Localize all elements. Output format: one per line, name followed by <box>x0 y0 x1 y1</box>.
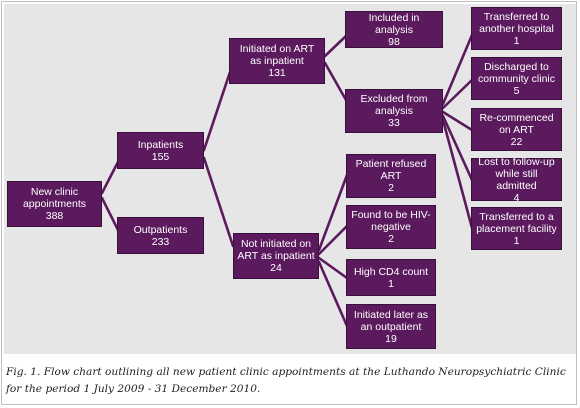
node-value: 131 <box>268 67 286 79</box>
node-excluded-from-analysis: Excluded from analysis 33 <box>345 89 443 133</box>
node-value: 24 <box>270 262 282 274</box>
node-lost-to-follow-up: Lost to follow-up while still admitted 4 <box>471 155 562 204</box>
node-value: 388 <box>45 210 64 222</box>
node-value: 233 <box>151 235 170 248</box>
figure-caption: Fig. 1. Flow chart outlining all new pat… <box>6 366 566 395</box>
node-high-cd4-count: High CD4 count 1 <box>346 259 436 296</box>
node-value: 155 <box>151 150 170 163</box>
node-label: Outpatients <box>133 223 188 236</box>
node-label: Transferred to a placement facility <box>476 210 557 235</box>
node-outpatients: Outpatients 233 <box>117 217 204 254</box>
node-found-hiv-negative: Found to be HIV-negative 2 <box>346 205 436 249</box>
node-label: Discharged to community clinic <box>477 60 556 85</box>
node-label: Included in analysis <box>368 11 420 36</box>
node-recommenced-on-art: Re-commenced on ART 22 <box>471 108 562 151</box>
node-label: Found to be HIV-negative <box>351 209 431 233</box>
node-label: Re-commenced on ART <box>479 111 554 136</box>
node-inpatients: Inpatients 155 <box>117 132 204 169</box>
node-value: 1 <box>513 234 520 247</box>
node-value: 2 <box>388 233 394 245</box>
node-value: 1 <box>513 34 520 47</box>
node-transferred-to-placement-facility: Transferred to a placement facility 1 <box>471 207 562 250</box>
node-label: Inpatients <box>137 138 184 151</box>
node-value: 98 <box>388 35 400 48</box>
node-initiated-as-inpatient: Initiated on ART as inpatient 131 <box>229 38 325 84</box>
node-discharged-to-community-clinic: Discharged to community clinic 5 <box>471 57 562 100</box>
node-value: 22 <box>510 135 523 148</box>
node-label: Patient refused ART <box>355 158 427 182</box>
node-label: Initiated on ART as inpatient <box>239 43 315 67</box>
node-label: New clinic appointments <box>22 186 87 210</box>
node-included-in-analysis: Included in analysis 98 <box>345 11 443 48</box>
node-value: 5 <box>513 84 520 97</box>
node-transferred-to-another-hospital: Transferred to another hospital 1 <box>471 7 562 50</box>
node-value: 2 <box>388 182 394 194</box>
node-label: Initiated later as an outpatient <box>353 308 429 333</box>
node-value: 1 <box>388 277 394 290</box>
node-initiated-later-as-outpatient: Initiated later as an outpatient 19 <box>346 304 436 349</box>
node-not-initiated-as-inpatient: Not initiated on ART as inpatient 24 <box>233 233 319 279</box>
node-label: Not initiated on ART as inpatient <box>237 238 315 262</box>
node-new-clinic-appointments: New clinic appointments 388 <box>7 181 102 227</box>
node-value: 33 <box>388 117 400 129</box>
node-patient-refused-art: Patient refused ART 2 <box>346 154 436 198</box>
node-value: 4 <box>513 191 520 204</box>
node-label: Transferred to another hospital <box>479 10 554 35</box>
node-label: Excluded from analysis <box>360 93 428 117</box>
node-value: 19 <box>385 332 397 345</box>
node-label: High CD4 count <box>353 265 429 278</box>
node-label: Lost to follow-up while still admitted <box>478 155 555 192</box>
